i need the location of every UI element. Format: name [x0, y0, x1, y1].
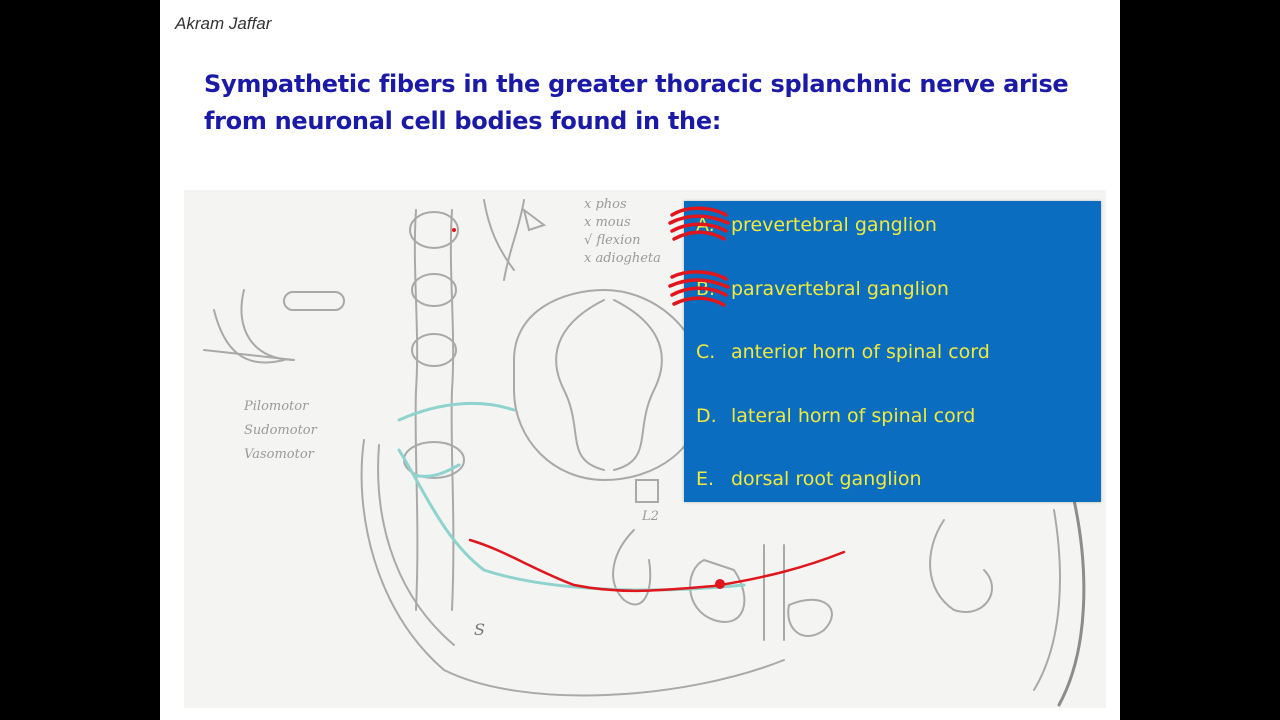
svg-text:x mous: x mous [584, 215, 631, 230]
author-label: Akram Jaffar [175, 14, 272, 33]
svg-text:Vasomotor: Vasomotor [244, 447, 315, 462]
svg-text:x adiogheta: x adiogheta [584, 251, 661, 266]
option-text: paravertebral ganglion [731, 278, 949, 300]
question-text: Sympathetic fibers in the greater thorac… [204, 70, 1069, 135]
option-a[interactable]: A. prevertebral ganglion [696, 210, 1096, 240]
strike-scribble-a [668, 206, 730, 241]
option-b[interactable]: B. paravertebral ganglion [696, 274, 1096, 304]
strike-scribble-b [668, 270, 730, 307]
answer-options-box: A. prevertebral ganglion B. paravertebra… [668, 201, 1101, 502]
option-e[interactable]: E. dorsal root ganglion [696, 464, 1096, 494]
option-d[interactable]: D. lateral horn of spinal cord [696, 401, 1096, 431]
option-letter: C. [696, 341, 716, 363]
option-letter: D. [696, 405, 717, 427]
svg-text:S: S [474, 620, 485, 639]
option-text: prevertebral ganglion [731, 214, 937, 236]
option-text: anterior horn of spinal cord [731, 341, 990, 363]
option-c[interactable]: C. anterior horn of spinal cord [696, 337, 1096, 367]
svg-text:Sudomotor: Sudomotor [244, 423, 318, 438]
option-text: lateral horn of spinal cord [731, 405, 976, 427]
svg-text:x phos: x phos [584, 197, 627, 212]
svg-text:L2: L2 [641, 509, 659, 524]
option-letter: E. [696, 468, 715, 490]
slide: Akram Jaffar Sympathetic fibers in the g… [160, 0, 1120, 720]
svg-text:Pilomotor: Pilomotor [243, 399, 309, 414]
diagram-sketch: x phos x mous √ flexion x adiogheta Pilo… [203, 197, 1086, 707]
svg-text:√ flexion: √ flexion [584, 233, 640, 248]
option-text: dorsal root ganglion [731, 468, 922, 490]
